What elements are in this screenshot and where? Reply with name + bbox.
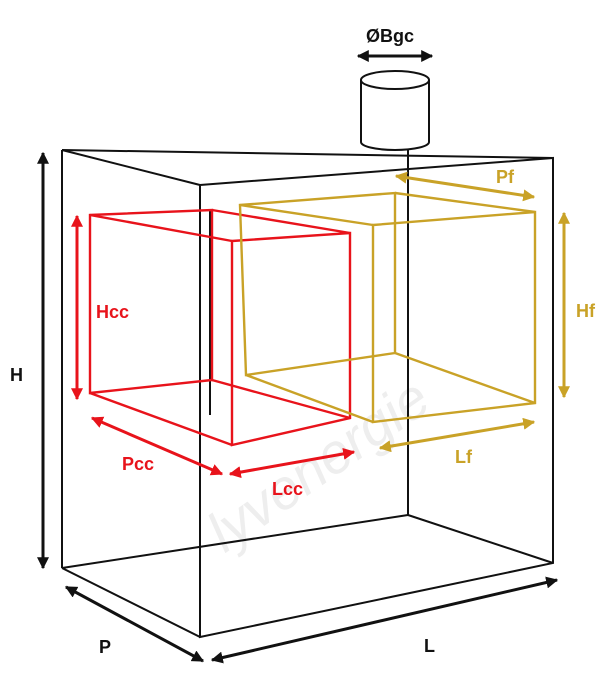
label-firebox-depth: Pf xyxy=(496,167,515,187)
chimney-top xyxy=(360,70,430,90)
label-cooking-chamber-length: Lcc xyxy=(272,479,303,499)
label-length: L xyxy=(424,636,435,656)
fb-top-right xyxy=(394,191,536,214)
label-firebox-height: Hf xyxy=(576,301,596,321)
arrow-length xyxy=(210,576,559,664)
arrow-depth xyxy=(64,585,205,663)
fb-back-face xyxy=(238,191,397,377)
fb-top-left xyxy=(239,203,374,227)
fb-bottom-left xyxy=(245,373,374,424)
body-top-left-edge xyxy=(61,149,201,186)
stove-body xyxy=(61,149,554,639)
chimney-body xyxy=(360,80,430,151)
body-hidden-bottom-back xyxy=(61,514,409,569)
cc-top-left xyxy=(89,213,233,243)
fb-bottom-right xyxy=(394,351,536,405)
body-bottom-left-edge xyxy=(61,567,201,638)
arrow-firebox-length xyxy=(378,417,536,453)
arrow-cooking-chamber-length xyxy=(228,447,356,479)
label-cooking-chamber-depth: Pcc xyxy=(122,454,154,474)
cooking-chamber-box xyxy=(88,208,352,447)
body-hidden-bottom-right xyxy=(407,514,554,564)
label-height: H xyxy=(10,365,23,385)
label-cooking-chamber-height: Hcc xyxy=(96,302,129,322)
label-depth: P xyxy=(99,637,111,657)
chimney-pipe xyxy=(360,70,430,151)
cc-top-right xyxy=(211,208,351,235)
arrow-cooking-chamber-depth xyxy=(90,416,224,476)
label-chimney-diameter: ØBgc xyxy=(366,26,414,46)
cc-bottom-right xyxy=(211,378,351,420)
arrow-firebox-depth xyxy=(394,171,536,202)
label-firebox-length: Lf xyxy=(455,447,473,467)
